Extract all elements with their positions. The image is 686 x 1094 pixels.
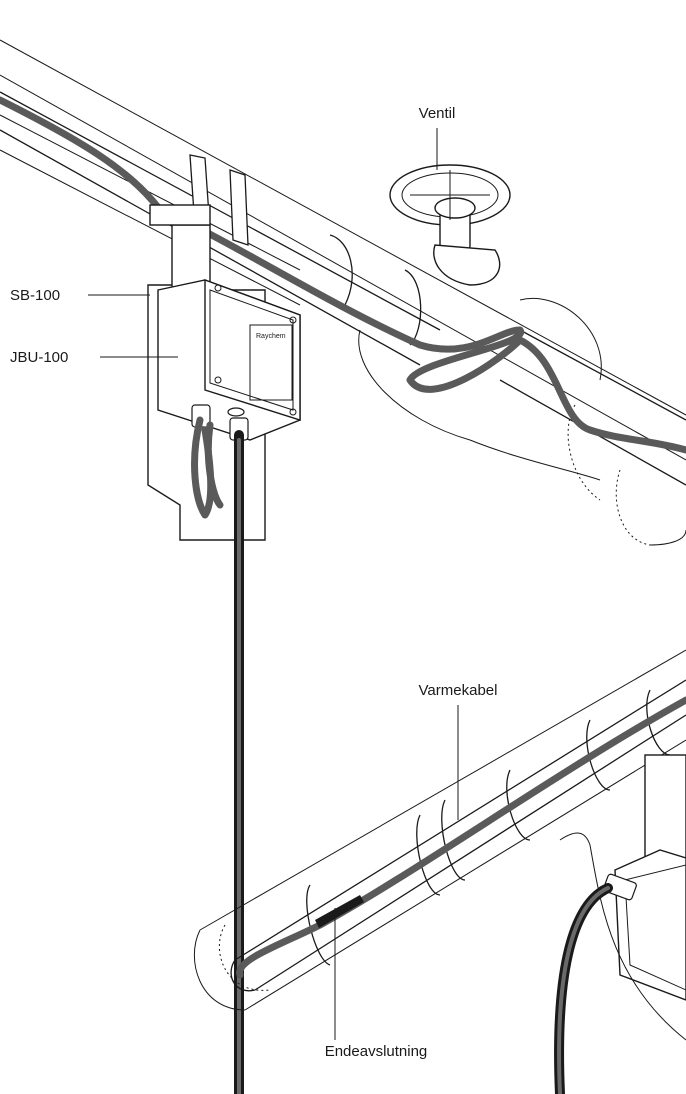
valve-label: Ventil: [419, 105, 456, 122]
valve: [389, 164, 511, 286]
lower-junction-box: [603, 754, 686, 1001]
end-seal-label: Endeavslutning: [325, 1043, 428, 1060]
label-sb100: SB-100: [10, 287, 150, 304]
label-varmekabel: Varmekabel: [419, 682, 498, 820]
lower-pipe: [193, 649, 686, 1011]
label-jbu100: JBU-100: [10, 349, 178, 366]
junction-box-label: JBU-100: [10, 349, 68, 366]
box-brand-text: Raychem: [256, 333, 286, 340]
label-endeavslutning: Endeavslutning: [325, 908, 428, 1060]
heating-cable-label: Varmekabel: [419, 682, 498, 699]
upper-pipe: [0, 39, 686, 546]
support-bracket-label: SB-100: [10, 287, 60, 304]
lower-box-cables: [554, 832, 686, 1094]
label-ventil: Ventil: [419, 105, 456, 170]
junction-box: Raychem: [157, 278, 301, 441]
